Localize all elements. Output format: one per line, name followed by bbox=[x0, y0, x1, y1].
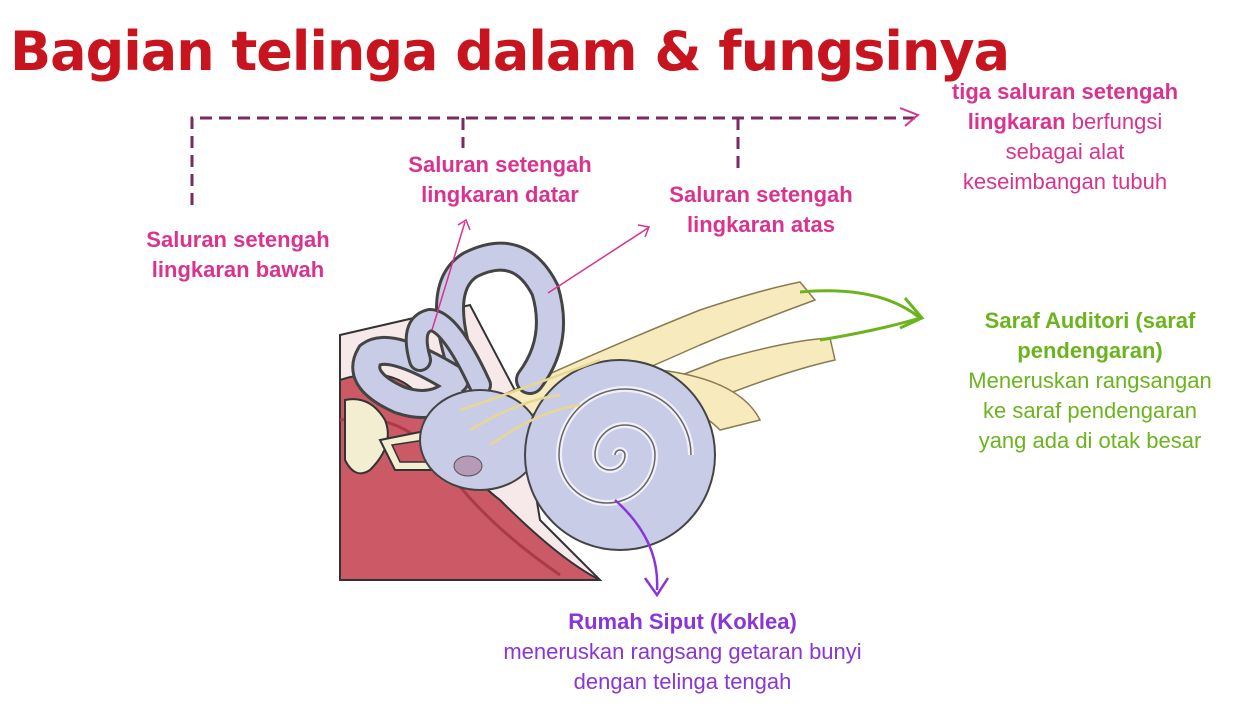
cochlea bbox=[524, 359, 716, 551]
label-auditory-nerve: Saraf Auditori (saraf pendengaran) Mener… bbox=[968, 308, 1212, 453]
label-upper-canal: Saluran setengah lingkaran atas bbox=[669, 182, 853, 237]
label-semicircular-function: tiga saluran setengah lingkaran berfungs… bbox=[951, 79, 1179, 194]
dashed-bracket bbox=[190, 116, 915, 205]
label-horizontal-canal: Saluran setengah lingkaran datar bbox=[408, 152, 592, 207]
pointer-arrows bbox=[431, 218, 925, 598]
bracket-arrowhead bbox=[899, 107, 920, 127]
oval-window bbox=[453, 455, 483, 477]
semicircular-canals bbox=[351, 241, 565, 419]
label-cochlea: Rumah Siput (Koklea) meneruskan rangsang… bbox=[503, 609, 862, 694]
label-lower-canal: Saluran setengah lingkaran bawah bbox=[146, 227, 330, 282]
page-title: Bagian telinga dalam & fungsinya bbox=[10, 20, 1010, 83]
